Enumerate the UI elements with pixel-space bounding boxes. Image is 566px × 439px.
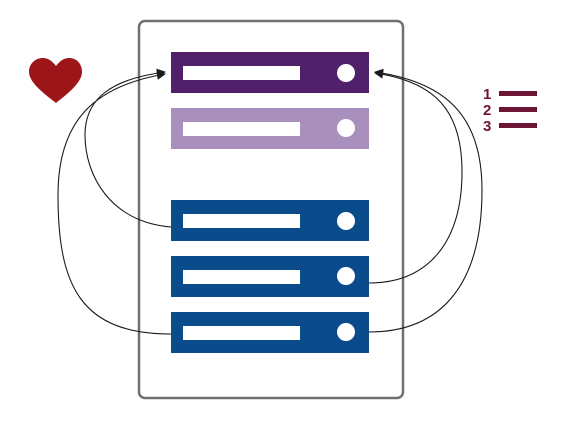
server-slot-standard-1 xyxy=(171,200,369,241)
list-number-2: 2 xyxy=(483,102,491,119)
slot-status-light xyxy=(337,64,355,82)
list-line-3 xyxy=(499,123,537,128)
list-line-1 xyxy=(499,91,537,96)
slot-status-light xyxy=(337,212,355,230)
slot-status-light xyxy=(337,119,355,137)
server-slot-primary xyxy=(171,52,369,93)
list-number-3: 3 xyxy=(483,118,491,135)
connector-arrow-left-inner xyxy=(84,68,172,228)
slot-status-light xyxy=(337,267,355,285)
slot-label-bar xyxy=(183,270,300,284)
heart-icon xyxy=(29,58,82,103)
server-slot-faded xyxy=(171,108,369,149)
slot-status-light xyxy=(337,323,355,341)
connector-arrow-right-inner xyxy=(368,69,463,284)
connector-arrow-right-outer xyxy=(368,68,483,333)
slot-label-bar xyxy=(183,326,300,340)
slot-label-bar xyxy=(183,66,300,80)
server-slot-standard-2 xyxy=(171,256,369,297)
list-line-2 xyxy=(499,107,537,112)
slot-label-bar xyxy=(183,122,300,136)
server-slot-standard-3 xyxy=(171,312,369,353)
connector-arrow-left-outer xyxy=(57,70,172,335)
numbered-list-icon: 1 2 3 xyxy=(483,86,537,135)
slot-label-bar xyxy=(183,214,300,228)
list-number-1: 1 xyxy=(483,86,491,103)
